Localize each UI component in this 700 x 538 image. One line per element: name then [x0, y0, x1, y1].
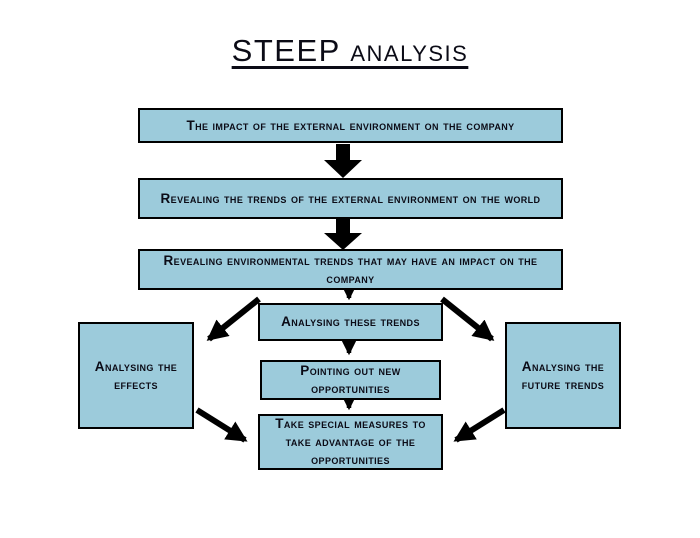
step-impact-label: The impact of the external environment o…: [186, 117, 515, 133]
step-analysing-trends-label: Analysing these trends: [281, 314, 420, 330]
step-analysing-trends-box: Analysing these trends: [258, 303, 443, 341]
side-box-analysing-effects: Analysing the effects: [78, 322, 194, 429]
arrow-future-trends-to-special-measures: [453, 407, 506, 443]
block-arrow-trends-world-to-trends-company: [324, 219, 362, 250]
step-impact-box: The impact of the external environment o…: [138, 108, 563, 143]
step-trends-company-label: Revealing environmental trends that may …: [163, 252, 538, 286]
step-trends-world-label: Revealing the trends of the external env…: [160, 190, 541, 206]
step-trends-company-box: Revealing environmental trends that may …: [138, 249, 563, 290]
block-arrow-impact-to-trends-world: [324, 144, 362, 178]
step-new-opportunities-box: Pointing out new opportunities: [260, 360, 441, 400]
side-box-analysing-effects-label: Analysing the effects: [94, 358, 178, 392]
side-box-analysing-future-trends: Analysing the future trends: [505, 322, 621, 429]
step-special-measures-label: Take special measures to take advantage …: [275, 416, 426, 467]
page-title-text: STEEP analysis: [231, 33, 469, 68]
arrow-effects-to-special-measures: [195, 407, 248, 443]
step-special-measures-box: Take special measures to take advantage …: [258, 414, 443, 470]
side-box-analysing-future-trends-label: Analysing the future trends: [521, 358, 605, 392]
step-trends-world-box: Revealing the trends of the external env…: [138, 178, 563, 219]
arrow-to-analysing-future-trends: [440, 296, 495, 342]
page-title: STEEP analysis: [0, 33, 700, 69]
step-new-opportunities-label: Pointing out new opportunities: [300, 363, 401, 396]
arrow-to-analysing-effects: [206, 296, 261, 342]
